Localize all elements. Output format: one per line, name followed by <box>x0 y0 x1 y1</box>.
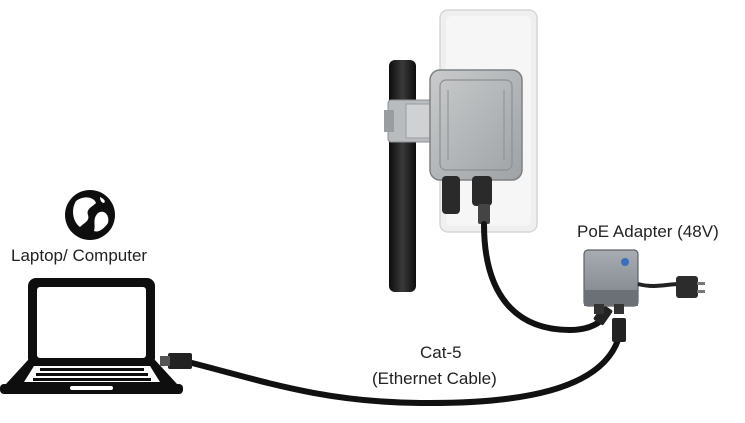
poe-adapter <box>583 249 705 314</box>
cable-name-label: Cat-5 <box>420 343 462 362</box>
poe-adapter-label: PoE Adapter (48V) <box>577 222 719 241</box>
laptop-icon <box>0 278 183 394</box>
cable-radio-to-poe <box>481 221 613 334</box>
ethernet-cable <box>160 318 626 407</box>
outdoor-radio-unit <box>429 69 523 224</box>
globe-icon <box>65 190 115 240</box>
mounting-pole <box>389 60 416 292</box>
laptop-label: Laptop/ Computer <box>11 246 148 265</box>
cable-description-label: (Ethernet Cable) <box>372 369 497 388</box>
